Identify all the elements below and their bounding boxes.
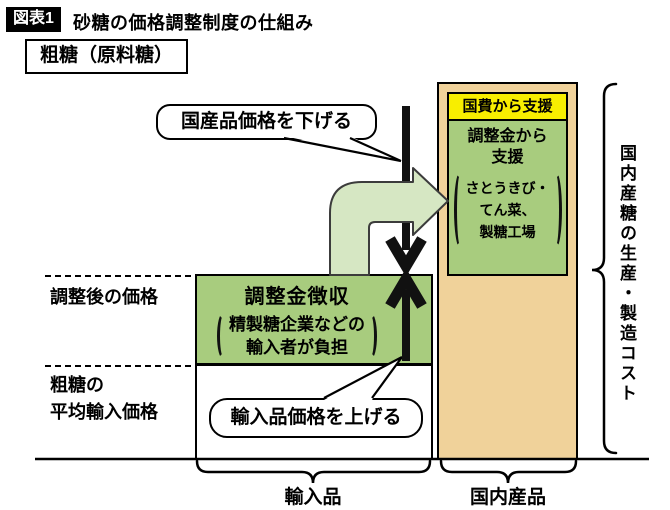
levy-note: 精製糖企業などの 輸入者が負担 (229, 313, 365, 359)
adjusted-price-label: 調整後の価格 (50, 287, 158, 307)
levy-note-line-2: 輸入者が負担 (246, 338, 348, 357)
imports-category-label: 輸入品 (284, 487, 342, 508)
figure-title: 砂糖の価格調整制度の仕組み (73, 13, 314, 33)
support-box-header: 国費から支援 (449, 94, 566, 121)
domestic-brace (439, 459, 578, 484)
right-paren-shape (550, 172, 562, 248)
callout-raise-import-price: 輸入品価格を上げる (209, 398, 423, 438)
callout-lower-domestic-price: 国産品価格を下げる (156, 104, 377, 140)
support-target-line-1: さとうきび・ (465, 180, 550, 196)
figure-badge: 図表1 (6, 7, 61, 32)
support-targets: さとうきび・ てん菜、 製糖工場 (466, 177, 550, 243)
levy-note-line-1: 精製糖企業などの (229, 315, 365, 334)
cost-brace (591, 82, 618, 455)
average-import-price-label: 粗糖の 平均輸入価格 (50, 372, 158, 426)
down-arrow (385, 106, 427, 277)
levy-paren-group: 精製糖企業などの 輸入者が負担 (197, 313, 397, 359)
imports-brace (195, 459, 432, 484)
import-price-box: 輸入品価格を上げる (195, 364, 433, 460)
left-paren-shape (217, 313, 229, 359)
support-box: 国費から支援 調整金から 支援 さとうきび・ てん菜、 製糖工場 (447, 92, 568, 276)
support-box-body: 調整金から 支援 (449, 126, 566, 168)
material-label-box: 粗糖（原料糖） (25, 39, 188, 74)
domestic-category-label: 国内産品 (469, 487, 546, 508)
levy-box: 調整金徴収 精製糖企業などの 輸入者が負担 (195, 274, 433, 365)
support-target-line-2: てん菜、 (479, 202, 536, 218)
right-paren-shape (365, 313, 377, 359)
left-paren-shape (453, 172, 466, 248)
import-price-line-1: 粗糖の (50, 375, 104, 395)
support-body-line-1: 調整金から (467, 128, 548, 145)
import-price-line-2: 平均輸入価格 (50, 402, 158, 422)
levy-box-title: 調整金徴収 (244, 286, 350, 308)
support-target-line-3: 製糖工場 (479, 224, 536, 240)
support-body-line-2: 支援 (491, 149, 524, 166)
domestic-sugar-cost-label: 国内産糖の生産・製造コスト (617, 144, 636, 404)
support-paren-group: さとうきび・ てん菜、 製糖工場 (449, 172, 566, 248)
transfer-curved-arrow (329, 167, 449, 276)
